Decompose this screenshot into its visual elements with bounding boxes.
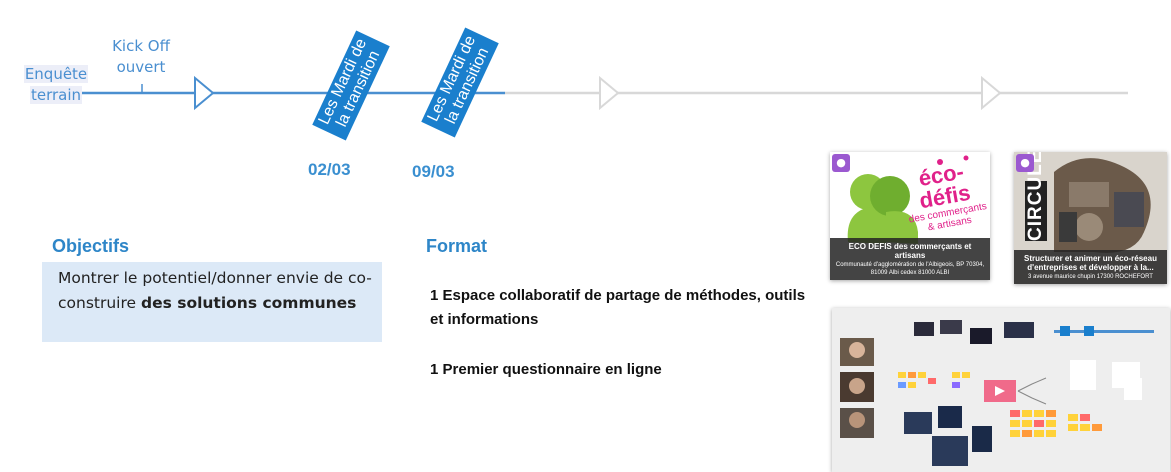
objectifs-box: Montrer le potentiel/donner envie de co-… xyxy=(42,262,382,342)
whiteboard-screenshot xyxy=(832,308,1170,472)
session-date-2: 09/03 xyxy=(412,162,455,181)
format-heading: Format xyxy=(426,236,488,256)
location-pin-icon: ● xyxy=(1016,154,1034,172)
timeline-arrow-3 xyxy=(981,75,1002,111)
card-eco-defis-caption: ECO DEFIS des commerçants et artisans Co… xyxy=(830,238,990,280)
card-eco-defis-title: ECO DEFIS des commerçants et artisans xyxy=(848,242,972,260)
objectifs-text: Montrer le potentiel/donner envie de co-… xyxy=(58,269,372,312)
card-circule-caption: Structurer et animer un éco-réseau d'ent… xyxy=(1014,250,1167,284)
circule-logo: CIRCULE xyxy=(1025,152,1047,241)
objectifs-heading: Objectifs xyxy=(52,236,130,256)
card-circule-title: Structurer et animer un éco-réseau d'ent… xyxy=(1024,254,1157,272)
location-pin-icon: ● xyxy=(832,154,850,172)
timeline-arrow-2 xyxy=(599,75,620,111)
milestone-enquete-line2: terrain xyxy=(29,86,83,104)
card-eco-defis-address: Communauté d'agglomération de l'Albigeoi… xyxy=(835,262,985,276)
milestone-kickoff-line2: ouvert xyxy=(116,58,166,76)
card-circule[interactable]: CIRCULE ● Structurer et animer un éco-ré… xyxy=(1014,152,1167,284)
card-eco-defis[interactable]: éco-défis des commerçants & artisans ● E… xyxy=(830,152,990,280)
session-date-1: 02/03 xyxy=(308,160,351,179)
card-circule-address: 3 avenue maurice chupin 17300 ROCHEFORT xyxy=(1028,274,1153,280)
whiteboard-image xyxy=(832,308,1170,472)
milestone-enquete-line1: Enquête xyxy=(23,65,89,83)
milestone-enquete: Enquête terrain xyxy=(16,64,96,106)
objectifs-text-bold: des solutions communes xyxy=(140,294,357,312)
milestone-kickoff-line1: Kick Off xyxy=(112,37,170,55)
eco-defis-logo xyxy=(847,155,969,244)
timeline-arrow-1 xyxy=(194,75,215,111)
format-item-2: 1 Premier questionnaire en ligne xyxy=(430,361,662,378)
milestone-kickoff: Kick Off ouvert xyxy=(102,36,180,78)
format-item-1: 1 Espace collaboratif de partage de méth… xyxy=(430,287,806,328)
